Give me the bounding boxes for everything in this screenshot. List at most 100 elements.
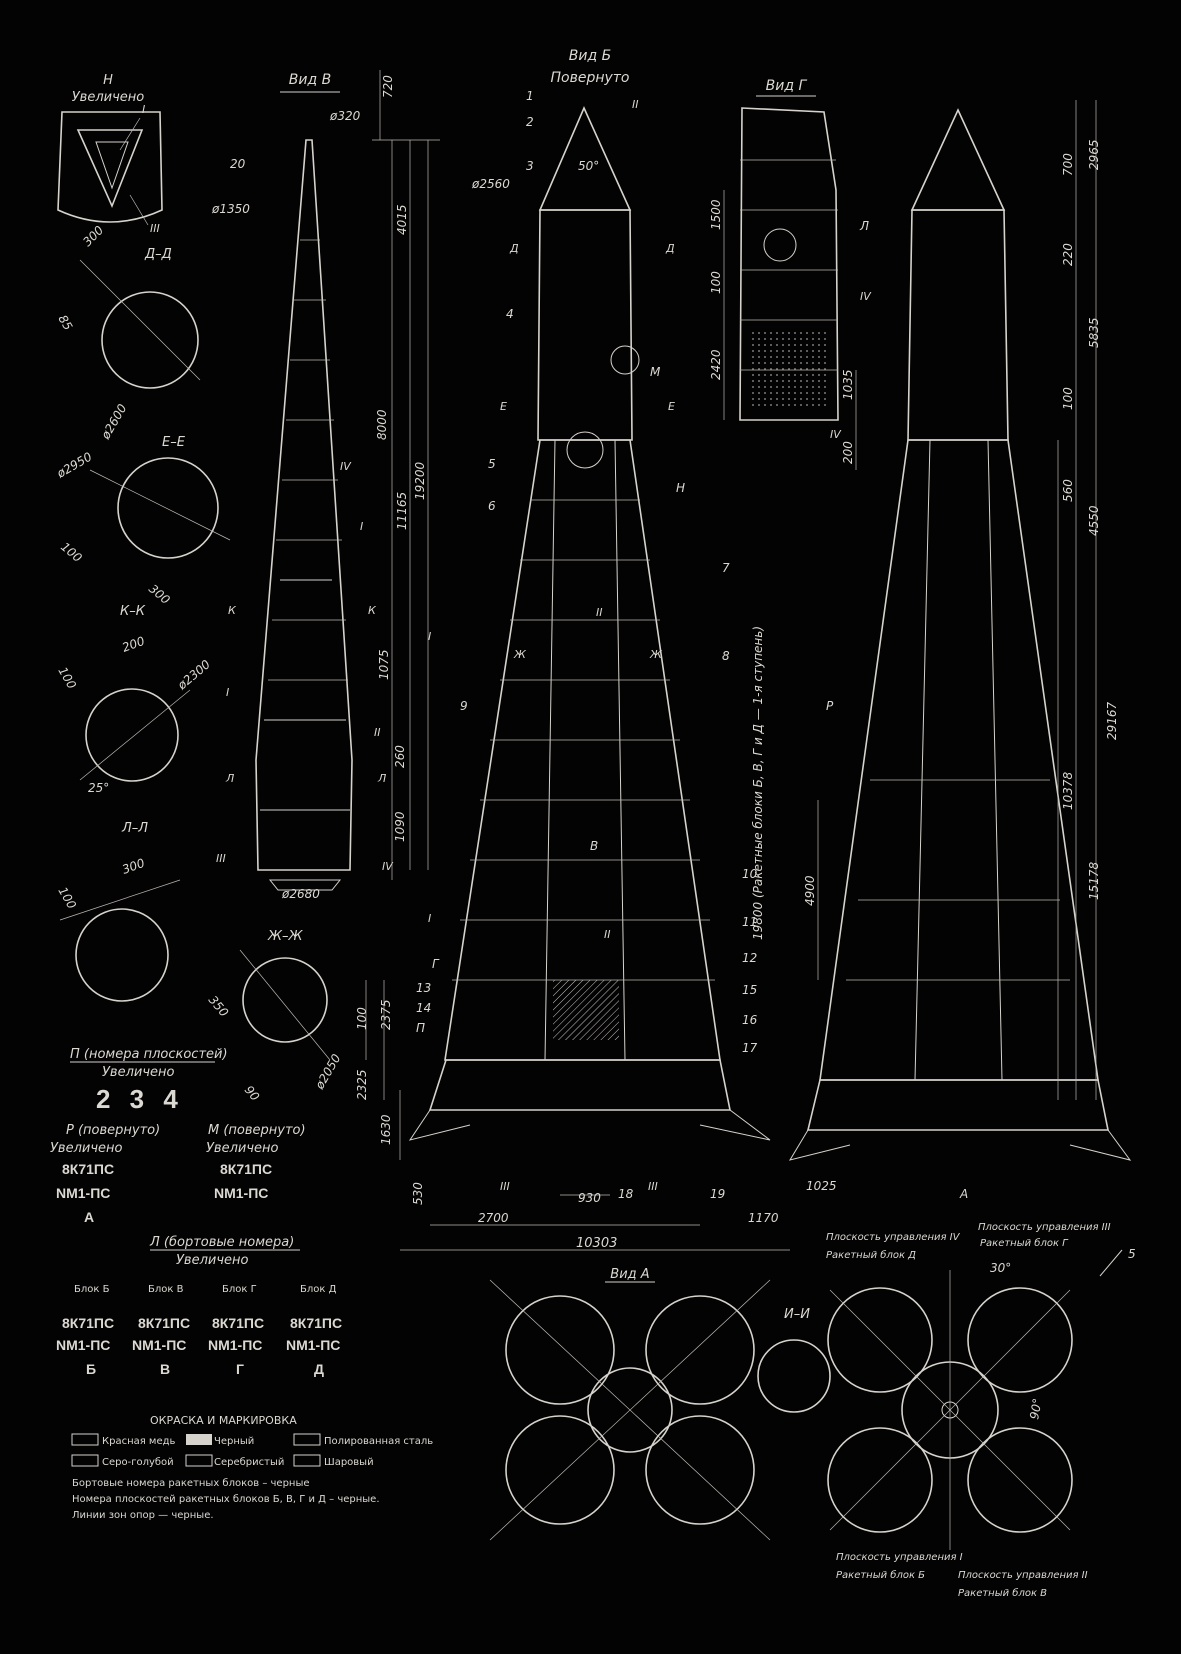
block-g-label: Ракетный блок Г	[980, 1237, 1069, 1249]
section-mark-zh: Ж	[649, 648, 663, 661]
view-n-emblem-inner	[95, 141, 129, 190]
section-e-e-title: Е–Е	[162, 435, 186, 450]
callout-i: I	[360, 520, 363, 533]
plane-i-label: Плоскость управления I	[836, 1552, 963, 1563]
section-zh-zh-circle	[242, 957, 328, 1043]
marking-a: А	[959, 1187, 968, 1201]
dim-100: 100	[55, 665, 79, 692]
section-k-k: К–К 200 100 ø2300 25°	[55, 604, 213, 795]
block-v-name: Блок В	[148, 1284, 184, 1295]
callout-ii: II	[632, 98, 639, 111]
right-dim-lines	[817, 100, 1097, 1100]
block-b-code2: NМ1-ПС	[56, 1337, 110, 1353]
legend-swatch-grey-blue	[71, 1454, 99, 1467]
dim-d2680: ø2680	[281, 887, 320, 901]
view-b: Вид Б Повернуто 1 2 3 4 5 6 7 8 9 10 11 …	[355, 48, 837, 1251]
dim-4900: 4900	[803, 875, 817, 906]
dim-11165: 11165	[395, 492, 409, 530]
dim-700: 700	[1061, 153, 1075, 176]
dim-930: 930	[578, 1191, 601, 1205]
legend-item-ball: Шаровый	[324, 1457, 374, 1468]
right-fins	[788, 1129, 1132, 1161]
dim-100: 100	[58, 540, 85, 566]
section-mark-d: Д	[665, 242, 675, 255]
legend-item-black: Черный	[214, 1436, 254, 1447]
view-n-detail: Н Увеличено I III	[57, 73, 163, 235]
paint-legend: ОКРАСКА И МАРКИРОВКА Красная медь Черный…	[71, 1414, 433, 1521]
callout-14: 14	[416, 1001, 431, 1015]
section-zh-zh: Ж–Ж 350 90 ø2050	[206, 929, 344, 1104]
dim-1075: 1075	[377, 649, 391, 680]
block-b-label: Ракетный блок Б	[836, 1569, 925, 1581]
legend-item-copper: Красная медь	[102, 1436, 176, 1447]
view-a-booster-3	[505, 1415, 615, 1525]
callout-ii: II	[604, 928, 611, 941]
view-n-callout-iii: III	[150, 222, 160, 235]
block-d-letter: Д	[314, 1361, 324, 1377]
section-k-k-circle	[85, 688, 179, 782]
callout-12: 12	[742, 951, 757, 965]
view-a-core	[587, 1367, 673, 1453]
plane-booster-b	[827, 1427, 933, 1533]
view-b-marking-m	[610, 345, 640, 375]
view-v-body-outline	[255, 139, 353, 871]
view-a-title: Вид А	[610, 1267, 649, 1282]
block-b-name: Блок Б	[74, 1284, 110, 1295]
view-g-marking-l	[763, 228, 797, 262]
legend-note-1: Бортовые номера ракетных блоков – черные	[72, 1478, 310, 1489]
marking-m-title: М (повернуто)	[208, 1123, 306, 1138]
arrow-5-line	[1099, 1249, 1123, 1277]
first-stage-length-note: 19800 (Ракетные блоки Б, В, Г и Д — 1-я …	[751, 626, 765, 940]
callout-1: 1	[526, 89, 534, 103]
leader-line	[129, 194, 149, 226]
dim-2325: 2325	[355, 1069, 369, 1100]
callout-10: 10	[742, 867, 758, 881]
callout-18: 18	[618, 1187, 634, 1201]
dim-200: 200	[120, 634, 147, 655]
section-mark-l: Л	[225, 772, 234, 785]
view-b-core-hatch	[553, 980, 619, 1040]
plane-axes	[829, 1270, 1071, 1550]
legend-swatch-ball	[293, 1454, 321, 1467]
view-b-fins	[408, 1109, 771, 1141]
view-v-nozzles	[268, 879, 342, 891]
block-g-code2: NМ1-ПС	[208, 1337, 262, 1353]
callout-iv: IV	[382, 860, 394, 873]
dim-1170: 1170	[748, 1211, 779, 1225]
view-g-title: Вид Г	[766, 78, 808, 94]
view-g-engine-hatch	[750, 330, 830, 410]
view-a-booster-4	[645, 1415, 755, 1525]
marking-m-subtitle: Увеличено	[206, 1141, 279, 1156]
marking-r-letter: А	[84, 1209, 94, 1225]
block-v-code2: NМ1-ПС	[132, 1337, 186, 1353]
marking-l: Л	[859, 219, 869, 233]
marking-r-subtitle: Увеличено	[50, 1141, 123, 1156]
dim-1630: 1630	[379, 1114, 393, 1145]
block-g-code1: 8К71ПС	[212, 1315, 264, 1331]
dim-line	[89, 469, 231, 541]
view-n-title: Н	[103, 73, 113, 88]
legend-swatch-steel	[293, 1433, 321, 1446]
plane-ii-label: Плоскость управления II	[958, 1570, 1088, 1581]
dim-560: 560	[1061, 479, 1075, 502]
dim-2420: 2420	[709, 349, 723, 380]
view-b-title: Вид Б	[569, 48, 611, 64]
right-nose	[910, 108, 1006, 211]
block-v-label: Ракетный блок В	[958, 1587, 1047, 1599]
block-d-code2: NМ1-ПС	[286, 1337, 340, 1353]
dim-90: 90	[242, 1083, 263, 1104]
dim-d1350: ø1350	[211, 202, 250, 216]
plane-booster-v	[967, 1427, 1073, 1533]
right-core-lines	[914, 439, 1003, 1081]
plane-numbers: 2 3 4	[96, 1084, 184, 1114]
callout-15: 15	[742, 983, 757, 997]
marking-n: Н	[676, 481, 685, 495]
section-l-l-circle	[75, 908, 169, 1002]
view-a: Вид А	[489, 1267, 771, 1541]
callout-iii: III	[216, 852, 226, 865]
view-right-hatched: Р А 2965 700 220 5835 100 560 4550 29167…	[788, 100, 1132, 1201]
markings-block: П (номера плоскостей) Увеличено 2 3 4 Р …	[50, 1047, 342, 1377]
block-g-name: Блок Г	[222, 1284, 257, 1295]
block-v-code1: 8К71ПС	[138, 1315, 190, 1331]
